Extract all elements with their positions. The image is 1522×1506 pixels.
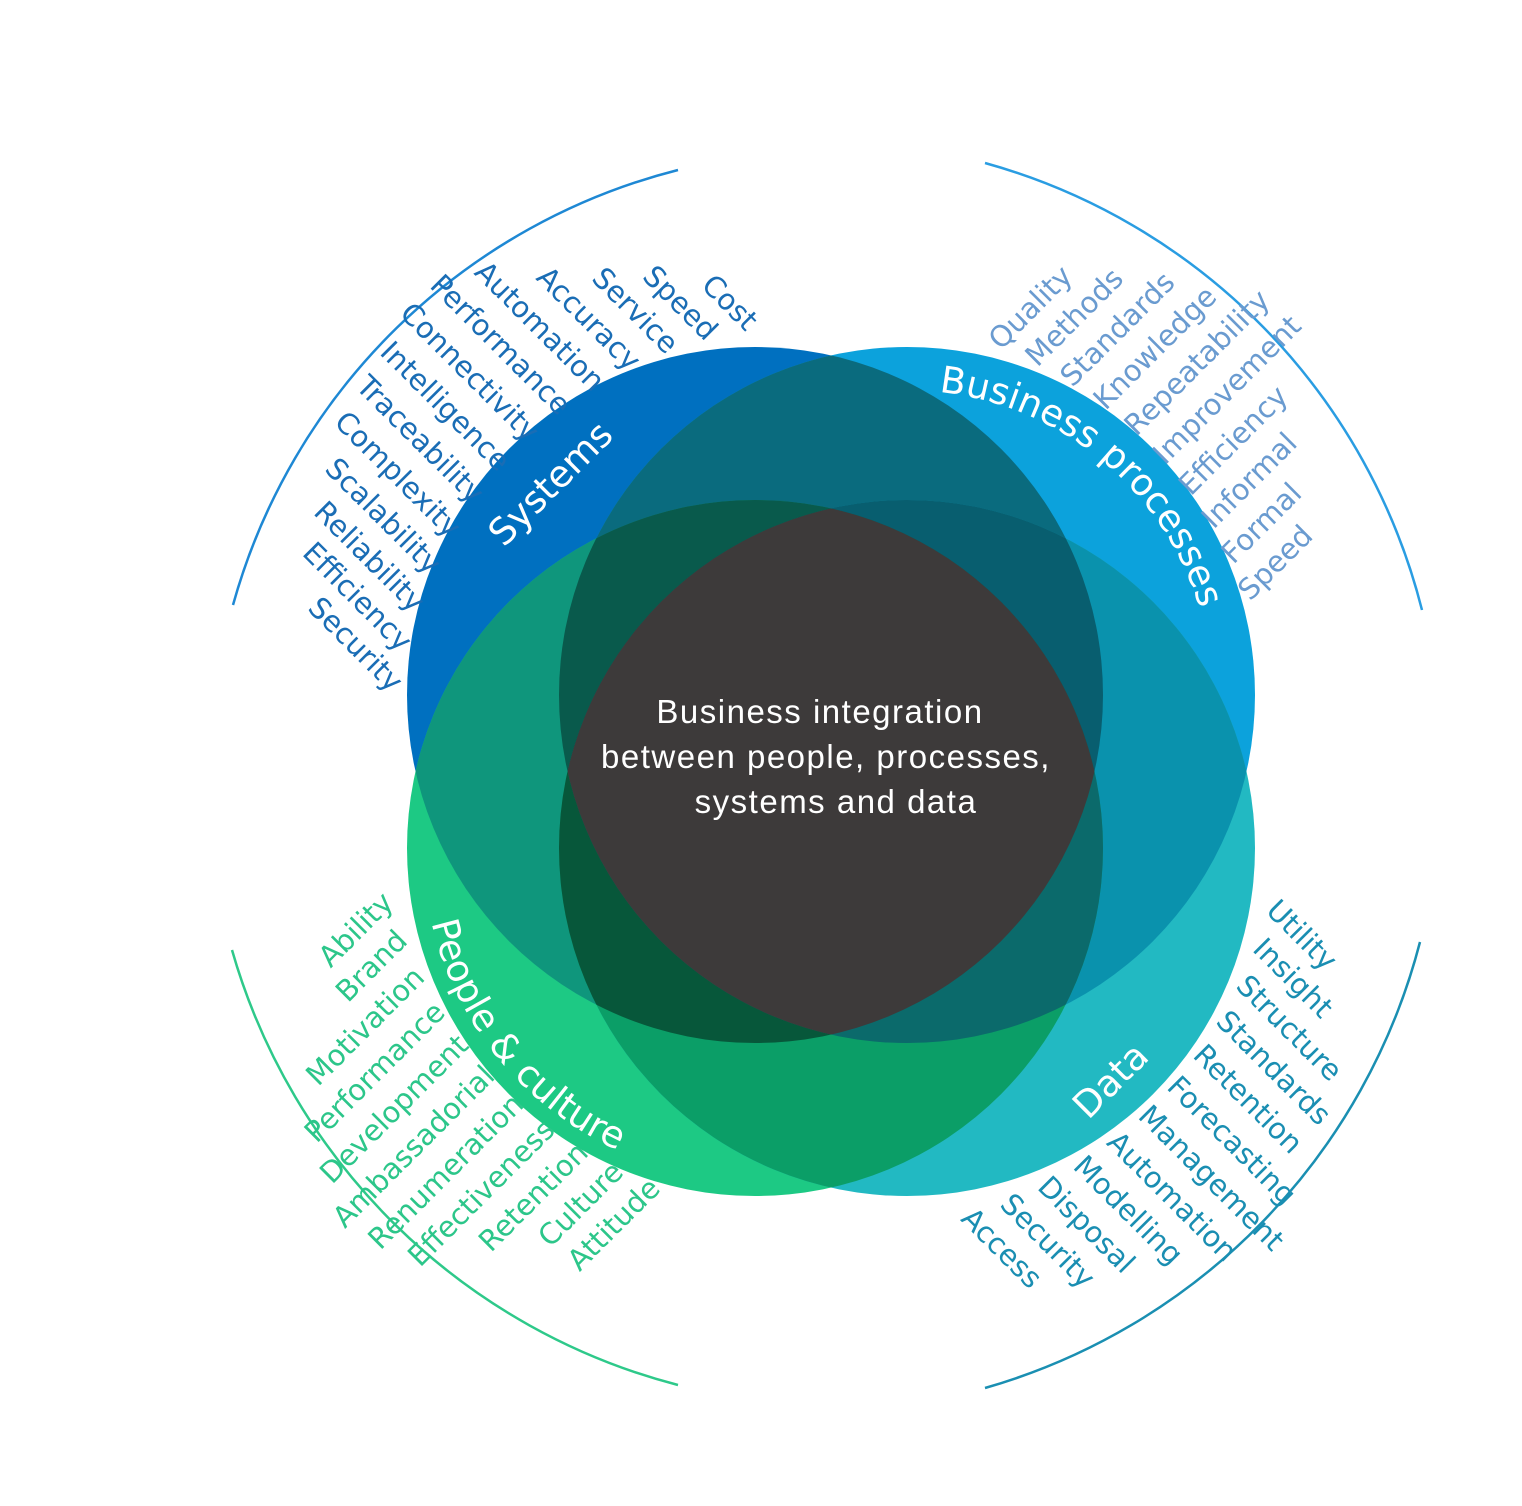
people-culture-outer-arc <box>230 949 679 1387</box>
center-line-3: systems and data <box>695 783 978 820</box>
systems-keywords: CostSpeedServiceAccuracyAutomationPerfor… <box>296 254 765 698</box>
business-processes-outer-arc <box>984 161 1424 611</box>
systems-outer-arc <box>231 168 679 606</box>
center-line-1: Business integration <box>656 693 983 730</box>
center-line-2: between people, processes, <box>601 738 1051 775</box>
data-outer-arc <box>984 941 1422 1390</box>
